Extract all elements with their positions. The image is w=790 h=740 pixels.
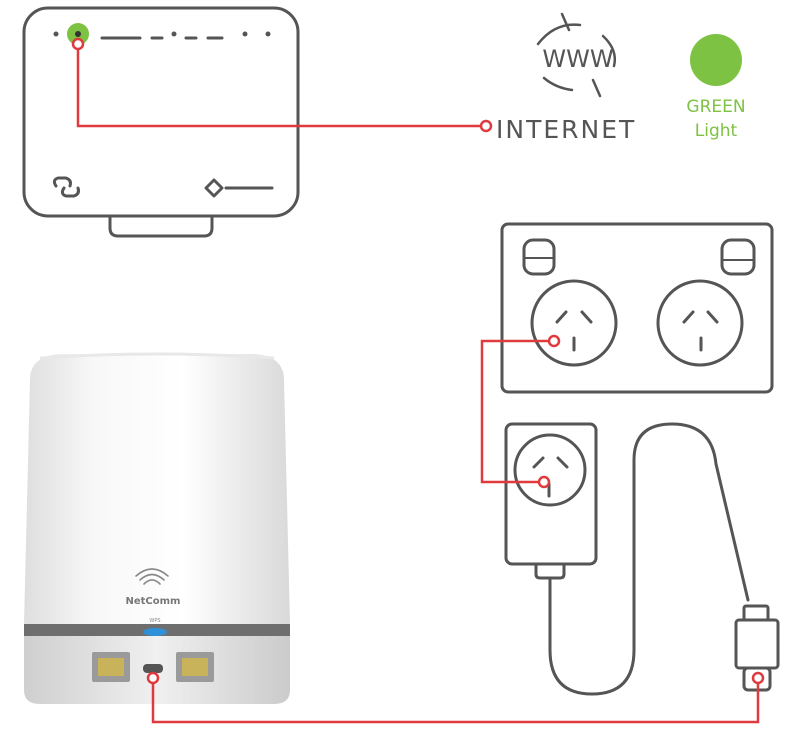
internet-led-center (75, 31, 81, 37)
brand-label: NetComm (126, 596, 181, 607)
internet-label: INTERNET (496, 115, 636, 144)
mesh-node-icon (24, 352, 290, 704)
wire-internet (76, 46, 484, 128)
wire-usb (151, 682, 760, 724)
wire-end-usb-plug (751, 671, 765, 685)
wire-end-socket (547, 334, 561, 348)
light-label: Light (695, 121, 738, 141)
power-adapter-icon (504, 422, 750, 696)
wire-end-node-port (146, 671, 160, 685)
green-light-dot (690, 34, 742, 86)
wps-label: WPS (149, 618, 160, 624)
wire-end-adapter (537, 475, 551, 489)
www-label: WWW (542, 45, 613, 73)
wire-end-internet (479, 119, 493, 133)
wire-end-led (71, 37, 85, 51)
power-socket-icon (500, 222, 774, 394)
wire-socket-adapter (480, 339, 552, 484)
router-icon (22, 6, 300, 238)
green-label: GREEN (686, 97, 745, 117)
globe-icon (536, 12, 617, 98)
